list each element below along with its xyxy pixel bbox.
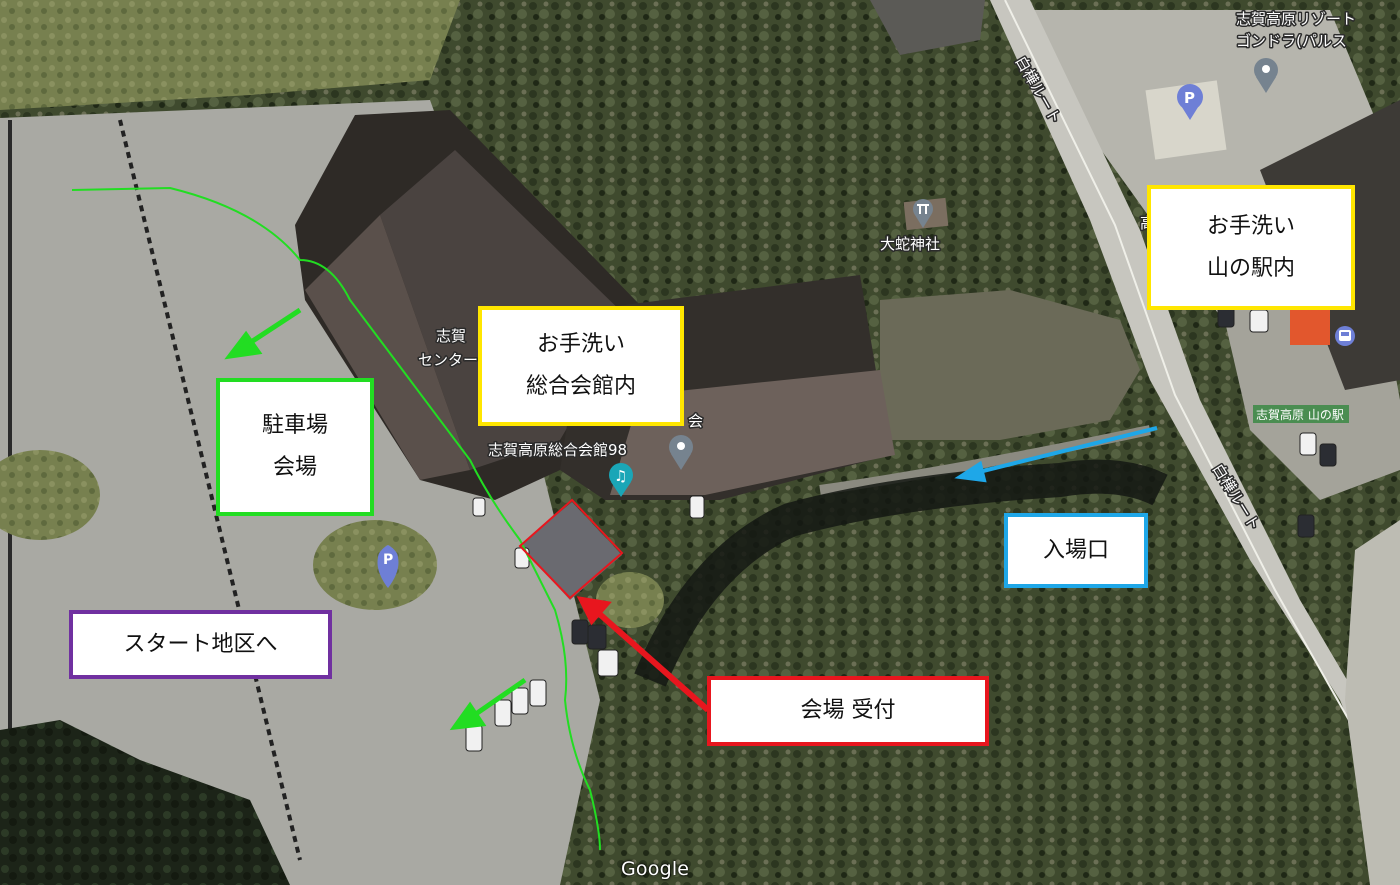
label-gondola-line2: ゴンドラ(パルス xyxy=(1236,32,1347,50)
restroom-hall-line1: お手洗い xyxy=(536,332,625,358)
restroom-station-callout: お手洗い 山の駅内 xyxy=(1147,185,1355,310)
svg-text:♫: ♫ xyxy=(614,467,627,485)
entrance-arrow xyxy=(954,426,1158,483)
parking-venue-line1: 駐車場 xyxy=(261,413,328,439)
reception-arrow xyxy=(576,596,710,713)
google-attribution: Google xyxy=(621,858,690,880)
svg-text:P: P xyxy=(1184,89,1195,107)
rock-garden xyxy=(880,290,1140,440)
restroom-hall-line2: 総合会館内 xyxy=(525,374,636,399)
label-hall-partial-3: 会 xyxy=(688,412,703,430)
start-area-line1: スタート地区へ xyxy=(123,631,278,657)
bus-icon xyxy=(1335,326,1355,346)
route-line xyxy=(71,186,601,851)
grass-slope xyxy=(0,0,460,110)
parked-cars xyxy=(465,304,1337,752)
grass-island xyxy=(0,450,100,540)
music-venue-icon: ♫ xyxy=(609,463,633,497)
label-hall-partial-1: 志賀 xyxy=(436,327,466,345)
svg-text:P: P xyxy=(383,552,393,568)
entrance-line1: 入場口 xyxy=(1042,537,1109,563)
place-pin-icon xyxy=(1254,58,1278,93)
parking-venue-line2: 会場 xyxy=(272,455,317,480)
label-hall-name: 志賀高原総合会館98 xyxy=(488,441,627,459)
place-pin-icon xyxy=(669,435,693,470)
road xyxy=(990,0,1400,850)
green-arrow-upper xyxy=(224,307,302,360)
start-area-callout: スタート地区へ xyxy=(69,610,332,679)
reception-marker xyxy=(518,498,624,600)
restroom-station-line2: 山の駅内 xyxy=(1206,255,1295,281)
label-gondola-line1: 志賀高原リゾート xyxy=(1236,10,1356,28)
reception-line1: 会場 受付 xyxy=(800,698,896,724)
restroom-station-line1: お手洗い xyxy=(1206,213,1295,239)
conifer-trees xyxy=(0,720,290,885)
label-hall-partial-2: センター xyxy=(418,351,478,369)
label-shrine: 大蛇神社 xyxy=(880,235,940,253)
reception-callout: 会場 受付 xyxy=(707,676,989,746)
label-michi-no-eki: 志賀高原 山の駅 xyxy=(1256,407,1344,422)
parking-icon: P xyxy=(377,545,399,588)
parking-icon: P xyxy=(1177,84,1203,120)
shrine-icon xyxy=(913,199,933,228)
entrance-callout: 入場口 xyxy=(1004,513,1148,588)
parking-venue-callout: 駐車場 会場 xyxy=(216,378,374,516)
green-arrow-lower xyxy=(449,677,527,731)
restroom-hall-callout: お手洗い 総合会館内 xyxy=(478,306,684,426)
